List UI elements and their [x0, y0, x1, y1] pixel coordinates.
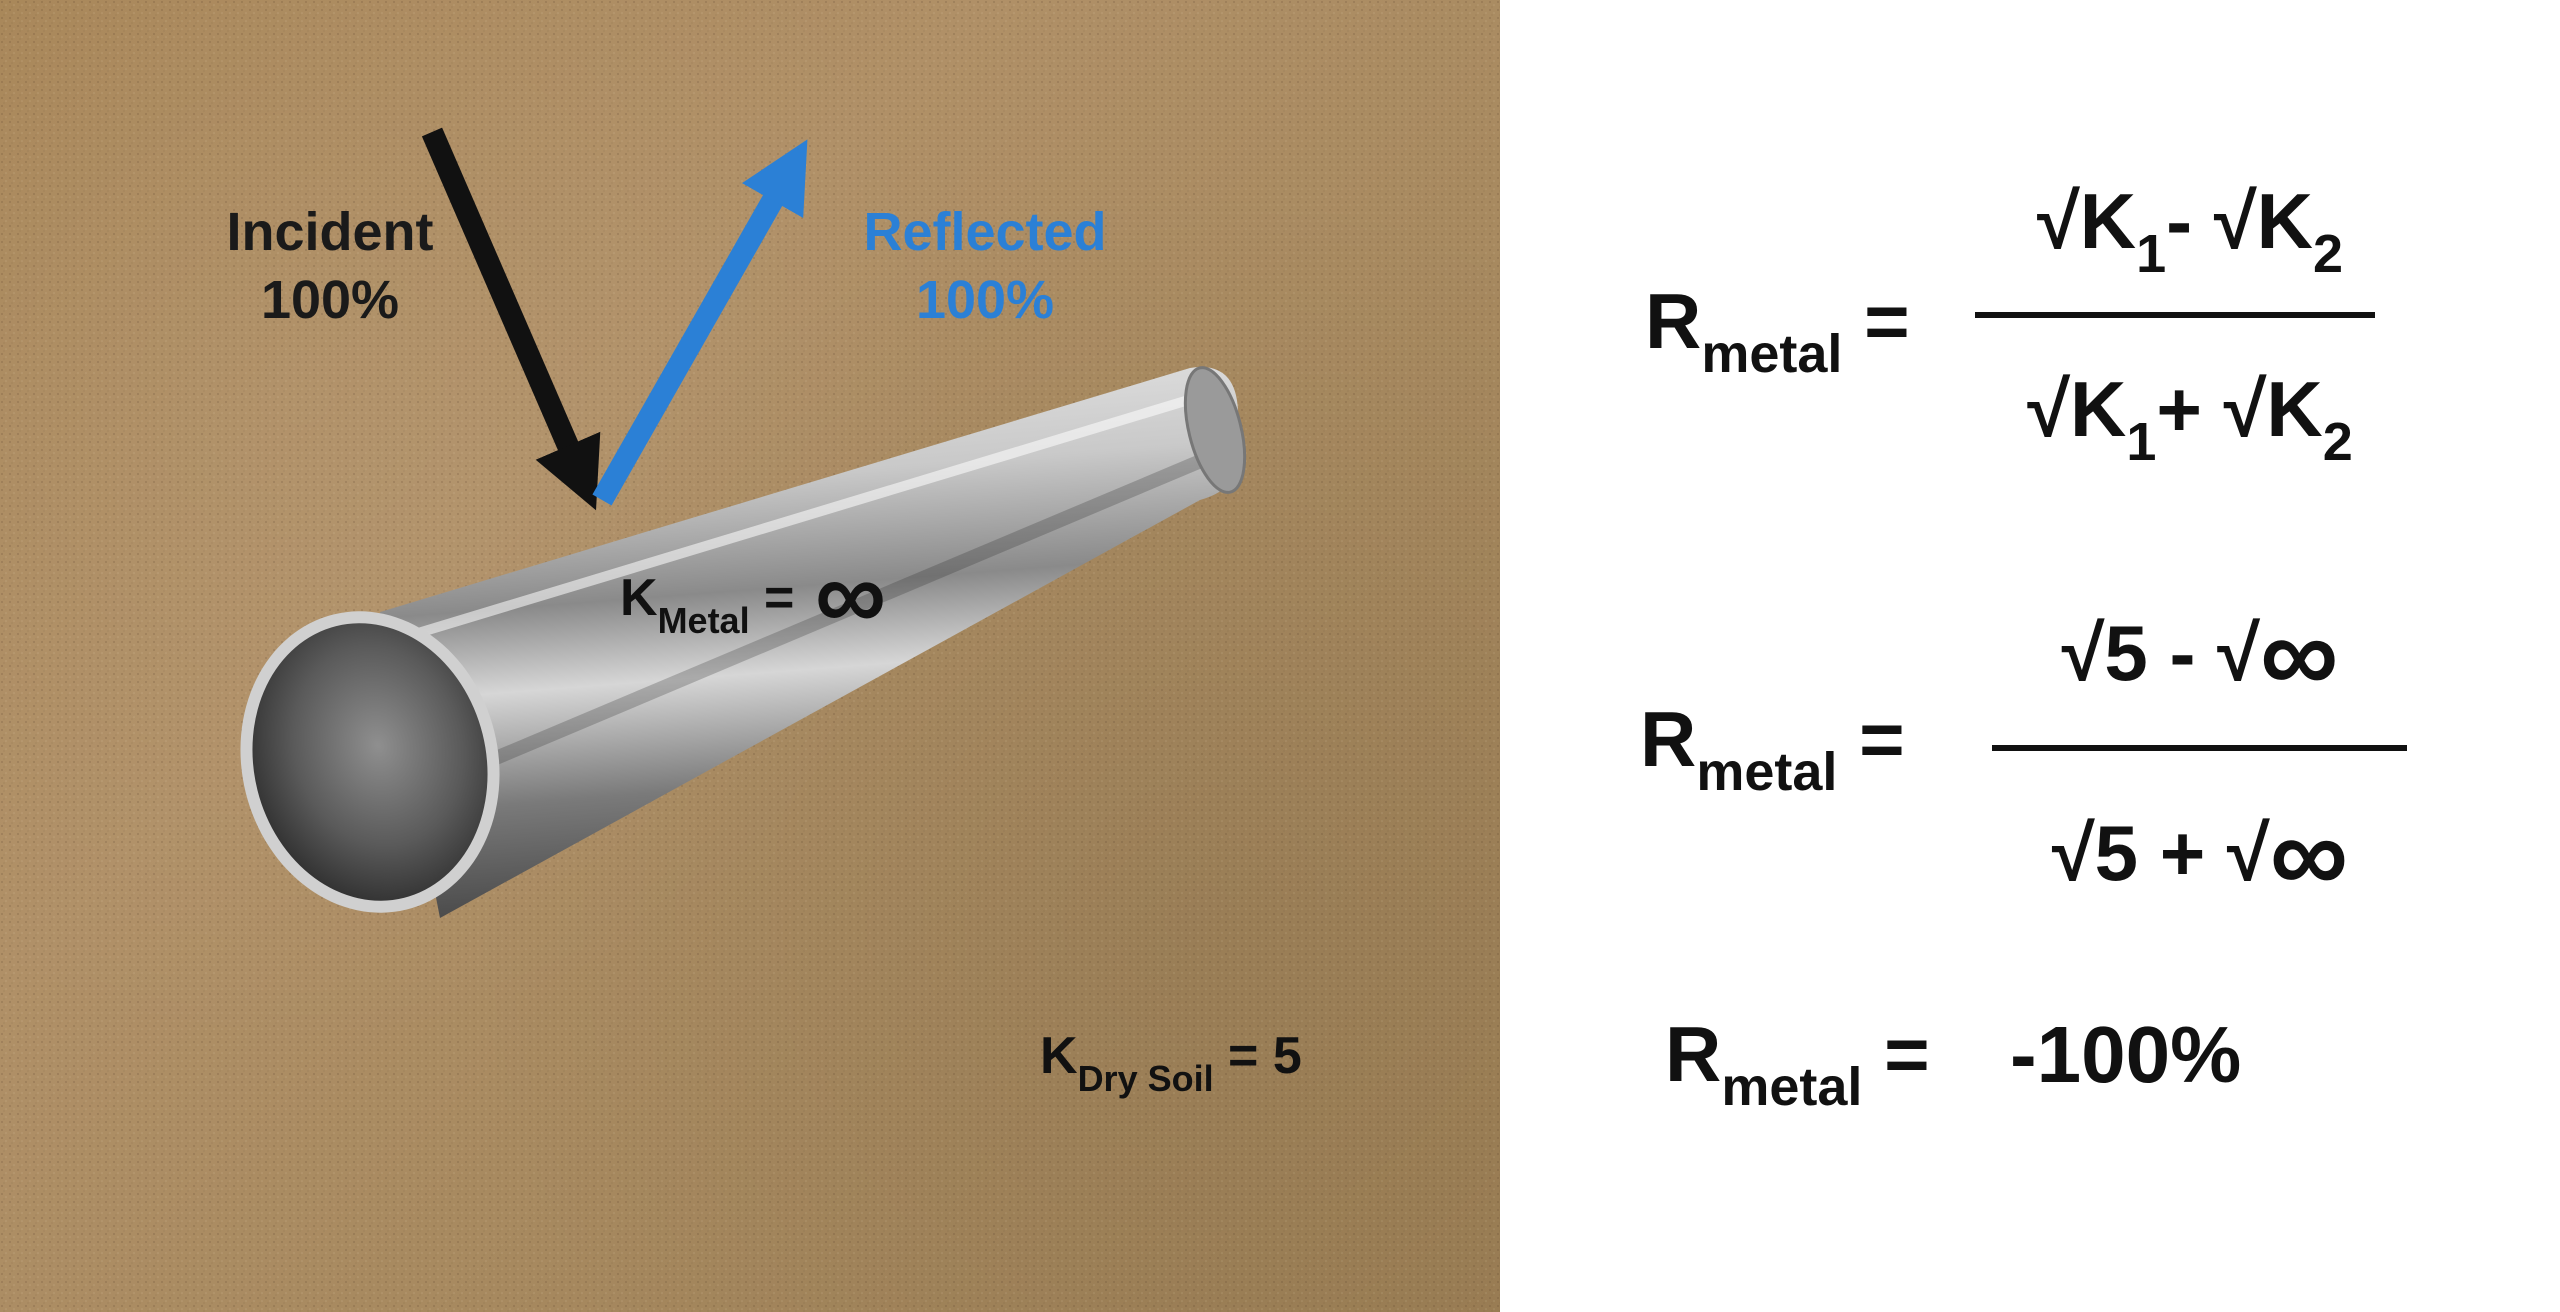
eq1-den-a-sub: 1: [2126, 412, 2157, 472]
eq1-denominator: √K1+ √K2: [1990, 370, 2390, 469]
soil-panel: Incident 100% Reflected 100% KMetal = ∞ …: [0, 0, 1500, 1312]
eq1-num-a: √K: [2036, 177, 2137, 265]
incident-percent: 100%: [260, 270, 400, 330]
k-dry-soil-value: 5: [1272, 1027, 1302, 1085]
k-metal-subscript: Metal: [657, 600, 750, 641]
k-metal-value: ∞: [814, 539, 887, 651]
k-dry-soil-equals: =: [1213, 1027, 1273, 1085]
eq1-den-b-sub: 2: [2322, 412, 2353, 472]
k-dry-soil-symbol: K: [1040, 1027, 1078, 1085]
eq3-lhs-subscript: metal: [1721, 1057, 1863, 1117]
eq2-lhs-subscript: metal: [1696, 742, 1838, 802]
eq2-den-left: √5 + √: [2051, 809, 2270, 897]
eq1-den-op: +: [2156, 365, 2224, 453]
incident-label: Incident 100%: [215, 205, 445, 327]
reflected-label-text: Reflected: [863, 202, 1107, 262]
eq1-den-a: √K: [2027, 365, 2127, 453]
k-metal-label: KMetal = ∞: [620, 545, 886, 645]
eq1-num-a-sub: 1: [2136, 224, 2167, 284]
eq1-lhs-subscript: metal: [1701, 324, 1843, 384]
eq2-den-infinity: ∞: [2269, 793, 2349, 916]
eq2-numerator: √5 - √∞: [1990, 600, 2410, 710]
reflected-label: Reflected 100%: [840, 205, 1130, 327]
eq2-lhs: Rmetal =: [1640, 700, 1905, 799]
reflected-percent: 100%: [915, 270, 1055, 330]
eq2-denominator: √5 + √∞: [1990, 800, 2410, 910]
eq1-num-b: √K: [2213, 177, 2313, 265]
k-metal-equals: =: [749, 569, 809, 627]
k-dry-soil-subscript: Dry Soil: [1077, 1058, 1214, 1099]
eq3-equals: =: [1862, 1010, 1930, 1098]
incident-arrow: [421, 127, 601, 511]
eq3-lhs: Rmetal =: [1665, 1015, 1930, 1114]
eq3-result-value: -100%: [2010, 1010, 2242, 1099]
eq2-num-infinity: ∞: [2259, 593, 2339, 716]
eq1-lhs: Rmetal =: [1645, 282, 1910, 381]
eq1-equals: =: [1842, 277, 1910, 365]
eq2-num-left: √5 - √: [2061, 609, 2260, 697]
eq1-den-b: √K: [2223, 365, 2323, 453]
eq2-lhs-symbol: R: [1640, 695, 1697, 783]
k-metal-symbol: K: [620, 569, 658, 627]
reflected-arrow: [592, 139, 808, 506]
eq2-equals: =: [1837, 695, 1905, 783]
eq3-lhs-symbol: R: [1665, 1010, 1722, 1098]
metal-pipe: [240, 366, 1247, 918]
incident-label-text: Incident: [226, 202, 434, 262]
k-dry-soil-label: KDry Soil = 5: [1040, 1030, 1302, 1097]
eq2-fraction-bar: [1992, 745, 2407, 751]
eq1-fraction-bar: [1975, 312, 2375, 318]
pipe-illustration: [0, 0, 1500, 1312]
eq1-num-op: -: [2166, 177, 2214, 265]
eq1-lhs-symbol: R: [1645, 277, 1702, 365]
eq1-numerator: √K1- √K2: [1990, 182, 2390, 281]
eq1-num-b-sub: 2: [2312, 224, 2344, 284]
